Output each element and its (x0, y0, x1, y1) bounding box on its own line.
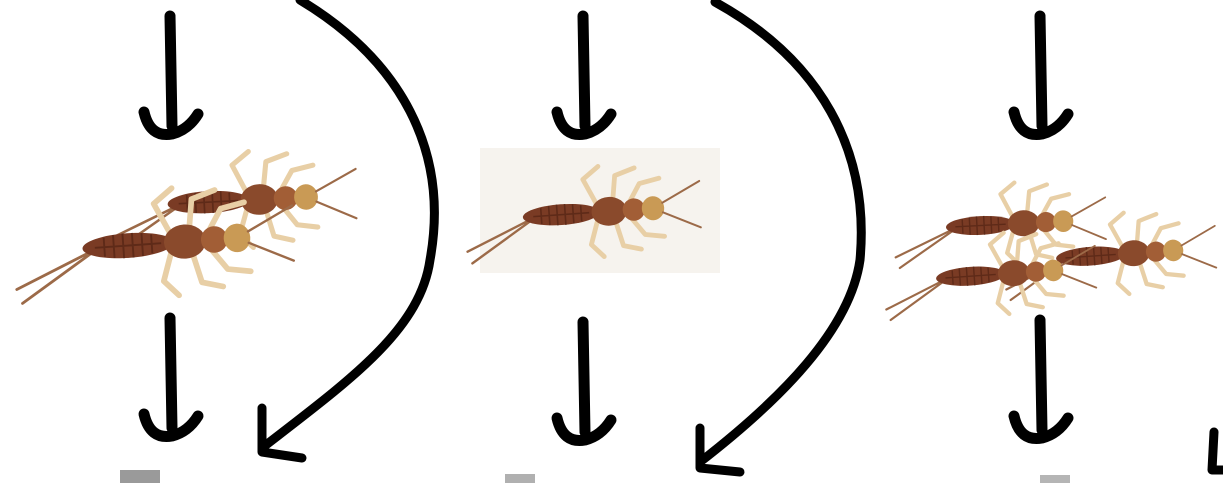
partial-image-bottom (120, 470, 160, 483)
curved-arrow-icon (262, 0, 434, 458)
partial-image-bottom (505, 474, 535, 483)
down-arrow-icon (144, 318, 198, 437)
partial-image-bottom (1040, 475, 1070, 483)
down-arrow-icon (557, 322, 611, 441)
down-arrow-icon (1014, 320, 1068, 439)
down-arrow-icon (144, 16, 198, 135)
down-arrow-icon (557, 16, 611, 135)
curved-arrow-icon (1212, 432, 1223, 470)
stonefly-nymph-illustration (882, 226, 1100, 322)
down-arrow-icon (1014, 16, 1068, 135)
curved-arrow-icon (700, 2, 861, 472)
